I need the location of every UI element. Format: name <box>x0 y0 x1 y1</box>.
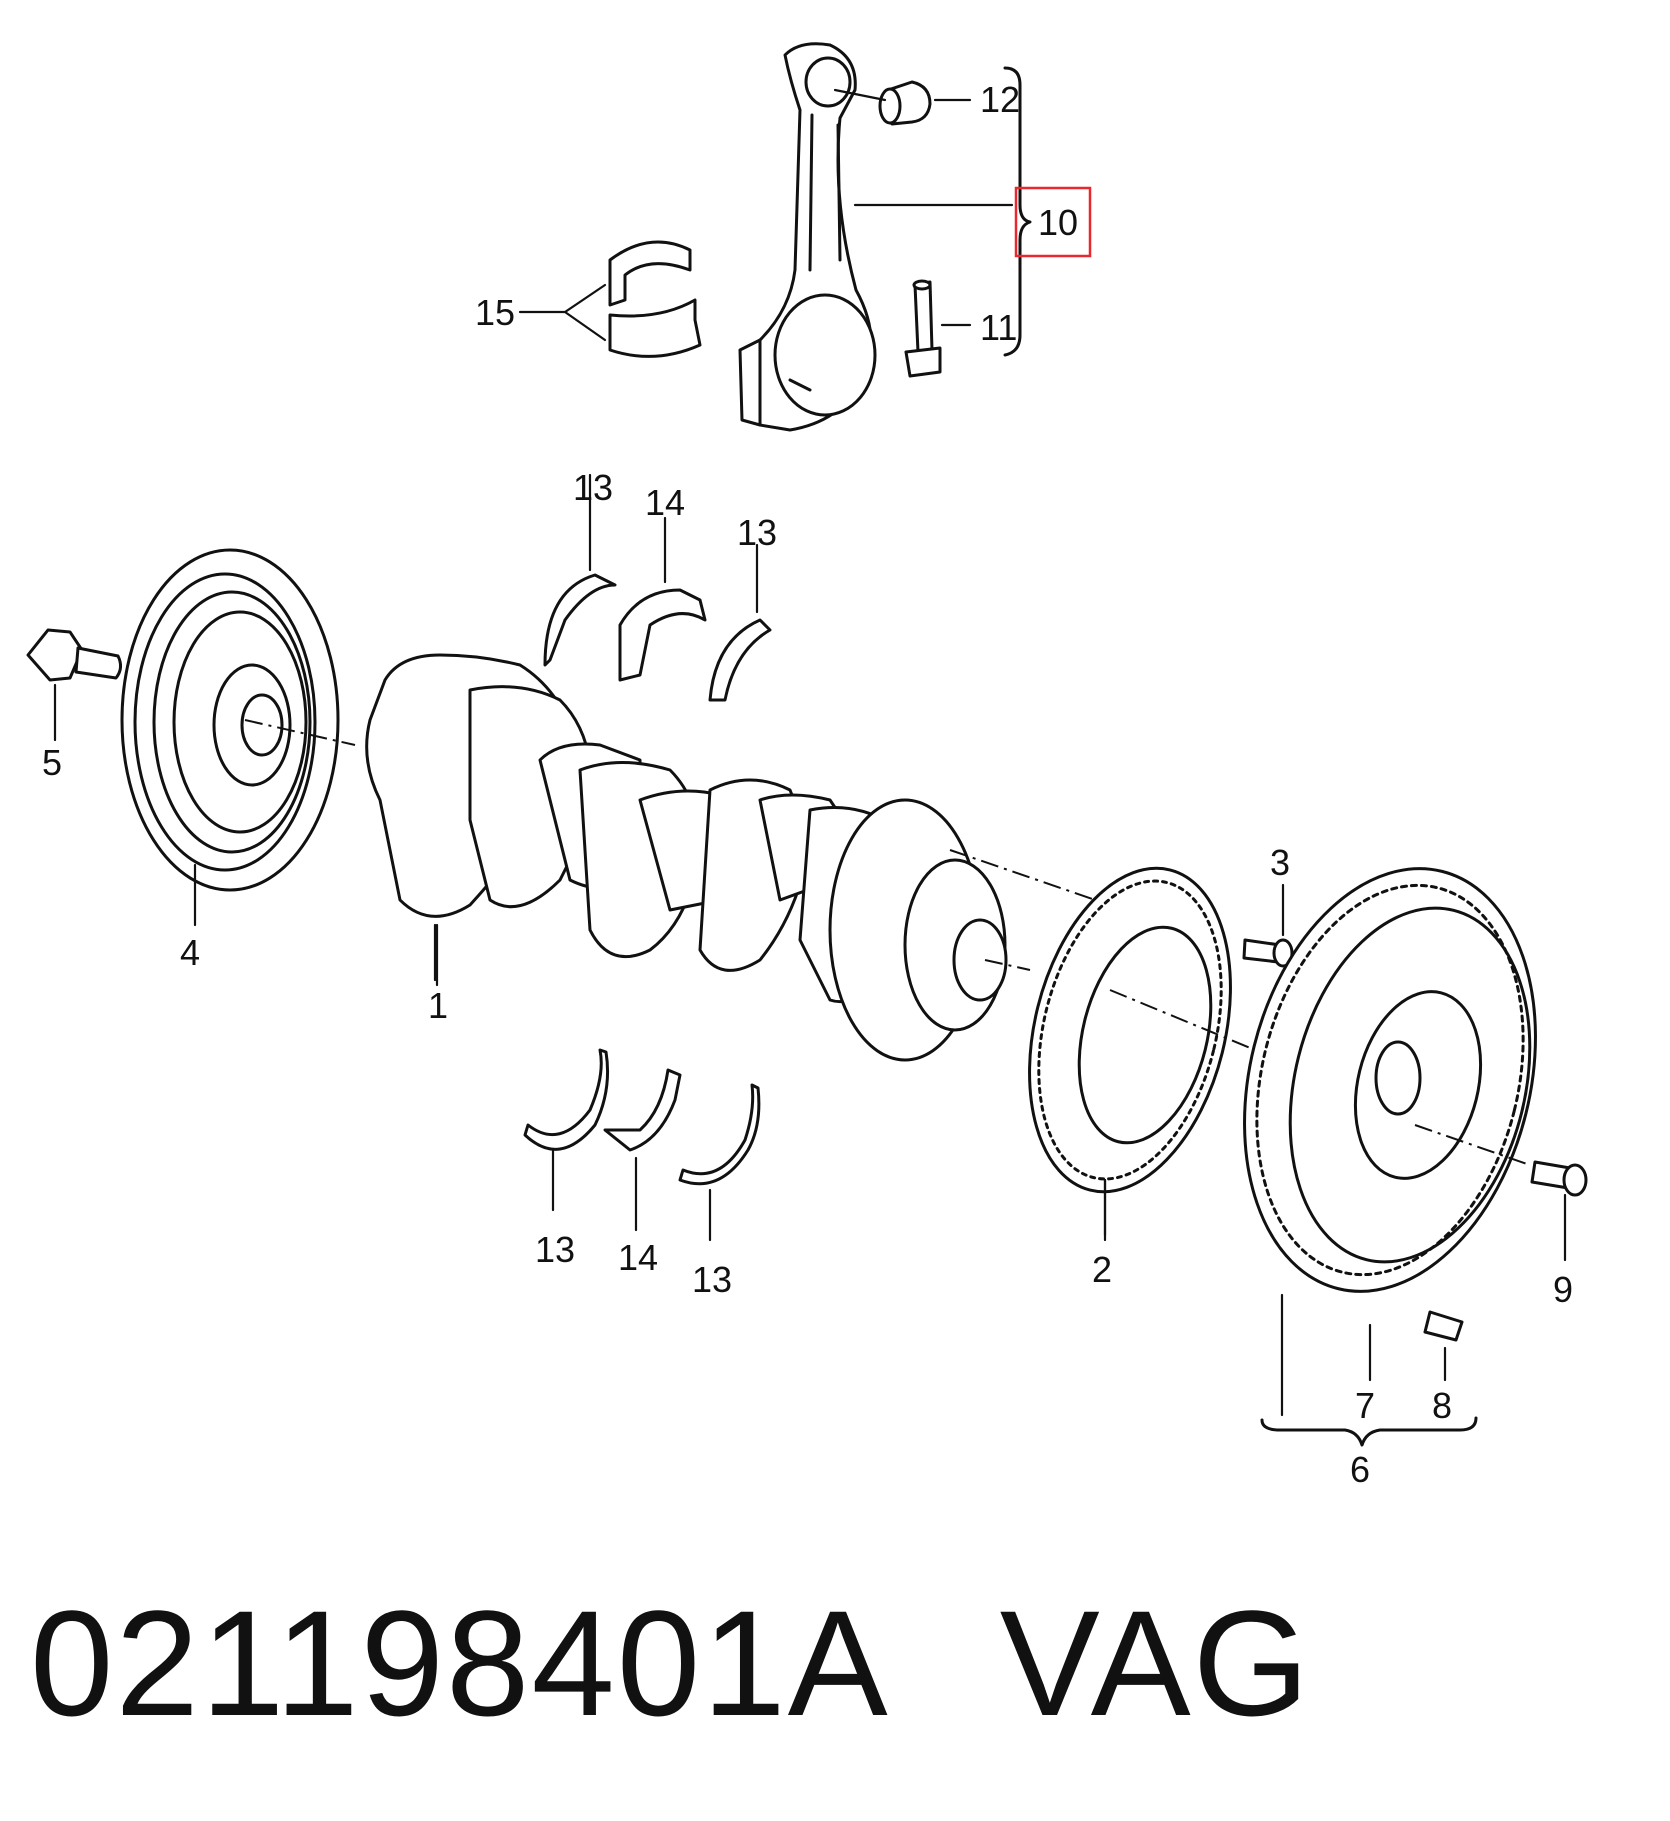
pulley-bolt-5 <box>26 628 123 742</box>
connecting-rod <box>738 42 877 432</box>
callout-13-top-left: 13 <box>573 467 613 508</box>
callout-12: 12 <box>980 79 1020 120</box>
pulley-4 <box>120 548 356 892</box>
callout-9: 9 <box>1553 1269 1573 1310</box>
callout-1: 1 <box>428 985 448 1026</box>
parts-exploded-diagram: 12 10 11 15 13 14 13 5 4 1 3 13 14 13 2 … <box>26 42 1588 1490</box>
bolt-3 <box>1242 883 1294 968</box>
upper-thrust-washers <box>543 473 772 702</box>
callout-14-bottom: 14 <box>618 1237 658 1278</box>
flywheel-6 <box>1243 867 1537 1417</box>
lower-thrust-washers <box>523 1048 761 1242</box>
callout-13-bottom-left: 13 <box>535 1229 575 1270</box>
small-end-bushing-12 <box>878 80 932 126</box>
drive-plate-2 <box>1028 866 1256 1237</box>
callout-2: 2 <box>1092 1249 1112 1290</box>
rod-bolt-11 <box>904 279 942 378</box>
highlight-box-10 <box>1014 186 1092 258</box>
callout-8: 8 <box>1432 1385 1452 1426</box>
callout-10: 10 <box>1038 202 1078 243</box>
callout-7: 7 <box>1355 1385 1375 1426</box>
leader-12 <box>833 88 887 102</box>
callout-3: 3 <box>1270 842 1290 883</box>
callout-5: 5 <box>42 742 62 783</box>
bearing-shells-15 <box>608 240 702 358</box>
callout-6: 6 <box>1350 1449 1370 1490</box>
crankshaft-1 <box>365 653 1111 1062</box>
callout-14-top: 14 <box>645 482 685 523</box>
callout-4: 4 <box>180 932 200 973</box>
bracket-10 <box>1003 66 1032 357</box>
leader-15 <box>518 283 607 342</box>
part-number: 021198401A <box>30 1579 890 1747</box>
bracket-6 <box>1260 1416 1478 1447</box>
callout-15: 15 <box>475 292 515 333</box>
callout-13-bottom-right: 13 <box>692 1259 732 1300</box>
callout-11: 11 <box>980 307 1017 348</box>
dowel-pin-8 <box>1423 1310 1464 1382</box>
callout-13-top-right: 13 <box>737 512 777 553</box>
flywheel-bolt-9 <box>1530 1160 1588 1262</box>
brand-name: VAG <box>999 1579 1312 1747</box>
